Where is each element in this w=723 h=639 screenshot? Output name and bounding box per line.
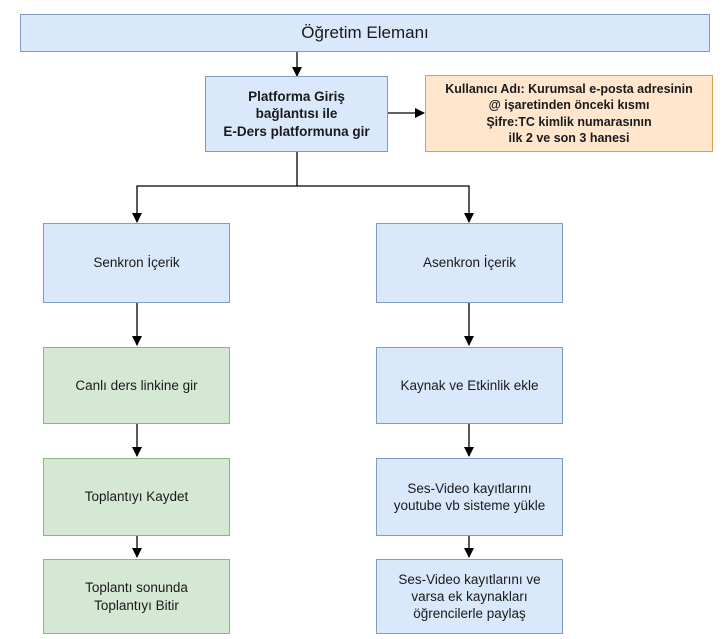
upload-video-line-2: youtube vb sisteme yükle: [393, 498, 546, 513]
end-meeting-line-1: Toplantı sonunda: [85, 580, 188, 596]
add-resource-node: Kaynak ve Etkinlik ekle: [376, 347, 563, 424]
platform-login-node: Platforma Giriş bağlantısı ile E-Ders pl…: [205, 76, 388, 152]
upload-video-line-1: Ses-Video kayıtlarını: [407, 480, 532, 496]
platform-line-2: bağlantısı ile: [255, 106, 338, 122]
connector-branch: [132, 152, 298, 223]
async-content-label: Asenkron İçerik: [422, 255, 517, 271]
share-video-line-2: varsa ek kaynakları: [411, 588, 528, 604]
async-content-node: Asenkron İçerik: [376, 223, 563, 303]
live-lesson-node: Canlı ders linkine gir: [43, 347, 230, 424]
credentials-line-4: ilk 2 ve son 3 hanesi: [508, 130, 630, 145]
end-meeting-node: Toplantı sonunda Toplantıyı Bitir: [43, 559, 230, 634]
sync-content-node: Senkron İçerik: [43, 223, 230, 303]
credentials-line-3: Şifre:TC kimlik numarasının: [486, 114, 652, 129]
credentials-line-2: @ işaretinden önceki kısmı: [488, 98, 650, 113]
share-video-line-3: öğrencilerle paylaş: [413, 606, 526, 622]
connector-branch-right: [297, 185, 474, 223]
end-meeting-line-2: Toplantıyı Bitir: [94, 597, 179, 613]
title-node: Öğretim Elemanı: [20, 14, 710, 52]
share-video-line-1: Ses-Video kayıtlarını ve: [398, 571, 541, 587]
platform-line-3: E-Ders platformuna gir: [223, 123, 370, 139]
live-lesson-label: Canlı ders linkine gir: [75, 377, 198, 393]
record-meeting-node: Toplantıyı Kaydet: [43, 458, 230, 536]
platform-line-1: Platforma Giriş: [248, 89, 345, 105]
credentials-note: Kullanıcı Adı: Kurumsal e-posta adresini…: [425, 75, 713, 152]
upload-video-node: Ses-Video kayıtlarını youtube vb sisteme…: [376, 458, 563, 536]
title-node-label: Öğretim Elemanı: [301, 23, 429, 43]
record-meeting-label: Toplantıyı Kaydet: [84, 489, 189, 505]
sync-content-label: Senkron İçerik: [93, 255, 180, 271]
add-resource-label: Kaynak ve Etkinlik ekle: [400, 377, 539, 393]
share-video-node: Ses-Video kayıtlarını ve varsa ek kaynak…: [376, 559, 563, 634]
credentials-line-1: Kullanıcı Adı: Kurumsal e-posta adresini…: [445, 82, 693, 96]
